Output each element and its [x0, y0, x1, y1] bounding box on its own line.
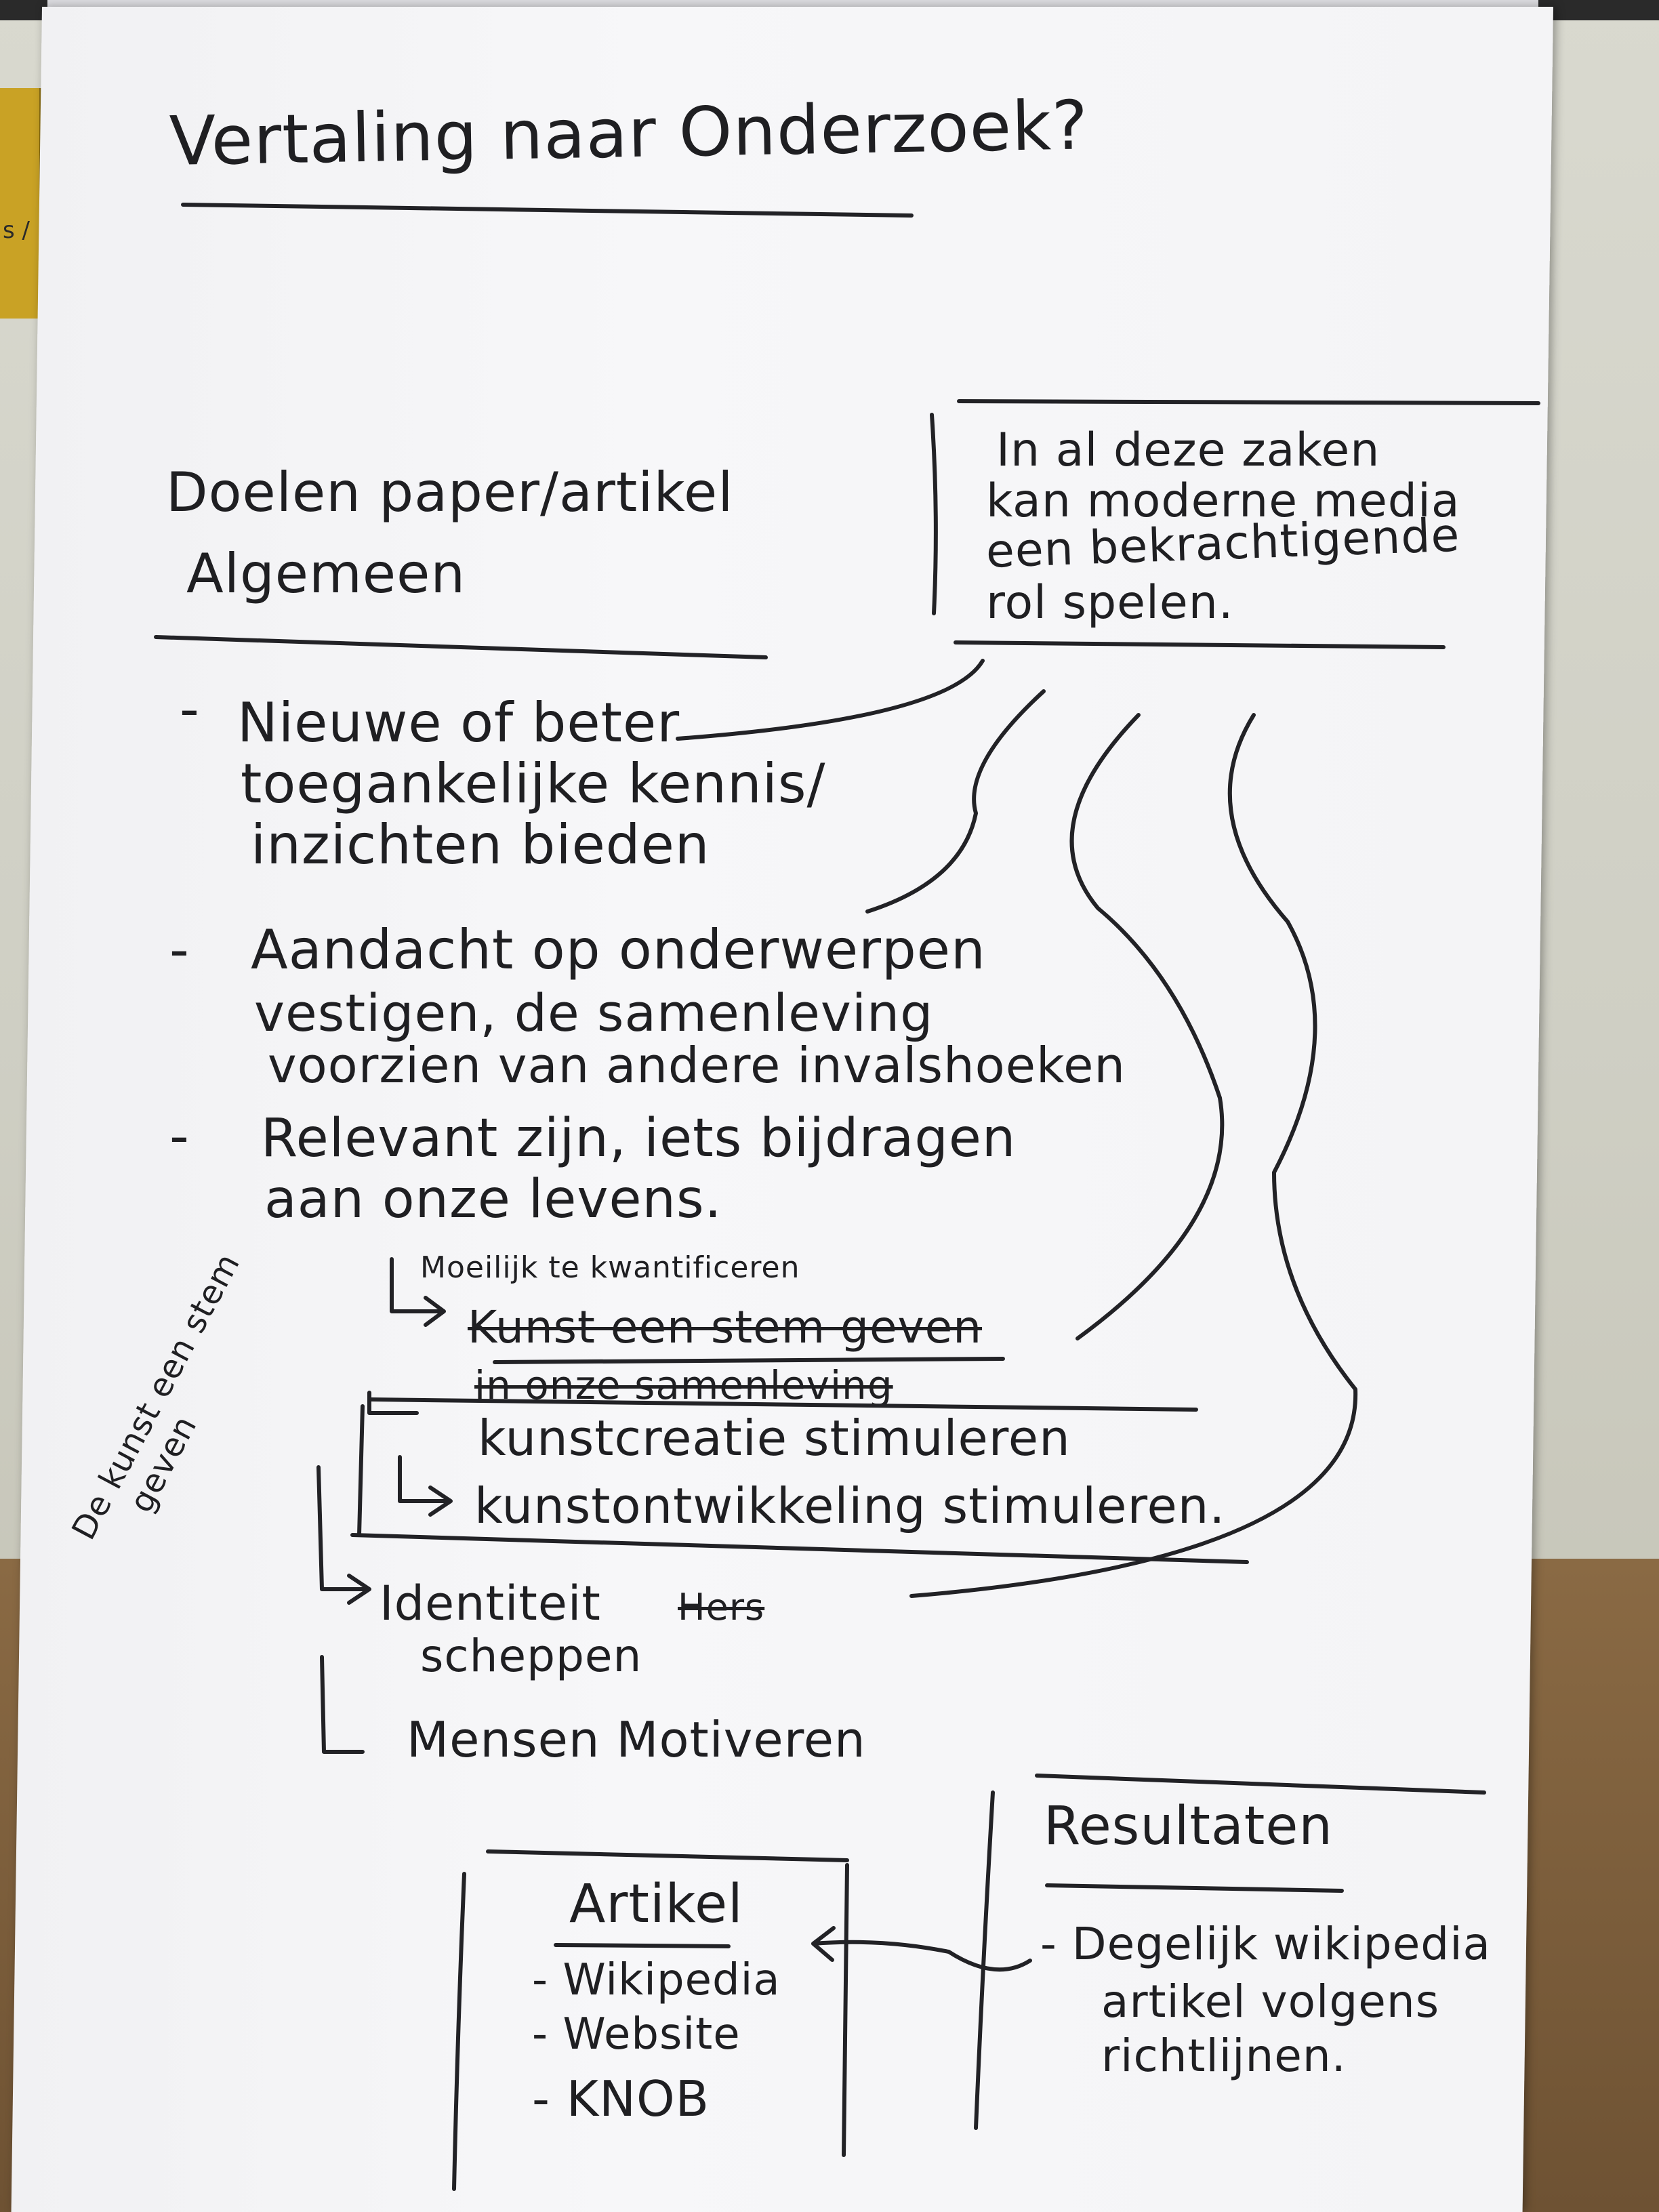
identity-arrow	[316, 1465, 371, 1605]
quantify-note: Moeilijk te kwantificeren	[420, 1250, 800, 1285]
article-box-top	[486, 1849, 849, 1862]
struck-underline	[493, 1357, 1005, 1364]
bullet-3-line-2: aan onze levens.	[264, 1169, 722, 1230]
media-box-top-line	[957, 399, 1540, 405]
goals-heading-line-2: Algemeen	[186, 542, 466, 605]
creation-box-left	[357, 1404, 365, 1537]
article-box-title: Artikel	[569, 1874, 743, 1935]
results-line-1: - Degelijk wikipedia	[1040, 1918, 1491, 1970]
article-box-item-3: - KNOB	[532, 2070, 710, 2127]
development-arrow	[398, 1455, 453, 1517]
media-box-line-1: In al deze zaken	[996, 424, 1380, 477]
bullet-dash-3: -	[169, 1105, 190, 1168]
results-top-line	[1035, 1774, 1486, 1795]
article-box-right	[842, 1863, 849, 2157]
curve-1	[676, 659, 985, 741]
bullet-2-line-1: Aandacht op onderwerpen	[251, 918, 986, 981]
results-title: Resultaten	[1044, 1796, 1333, 1857]
article-box-item-2: - Website	[532, 2009, 741, 2060]
goals-underline	[154, 635, 768, 659]
article-box-item-1: - Wikipedia	[532, 1955, 781, 2005]
results-title-underline	[1045, 1883, 1344, 1893]
creation-box-top	[367, 1397, 1198, 1412]
identity-item-line-2: scheppen	[420, 1630, 642, 1682]
results-line-3: richtlijnen.	[1101, 2030, 1347, 2082]
identity-item: Identiteit	[380, 1576, 601, 1631]
curve-4	[909, 713, 1358, 1598]
art-creation-item: kunstcreatie stimuleren	[478, 1410, 1071, 1467]
creation-arrow	[367, 1391, 419, 1415]
curve-3	[1069, 713, 1225, 1340]
goals-heading-line-1: Doelen paper/artikel	[166, 461, 734, 524]
bullet-1-line-1: Nieuwe of beter	[237, 691, 680, 754]
media-box-bottom-line	[954, 640, 1446, 649]
motivate-item: Mensen Motiveren	[407, 1711, 866, 1768]
media-box-line-2: kan moderne media	[986, 474, 1460, 528]
yellow-sign: s /	[0, 88, 41, 319]
bullet-dash-2: -	[169, 918, 190, 981]
bullet-3-line-1: Relevant zijn, iets bijdragen	[261, 1108, 1017, 1169]
title-underline	[181, 203, 914, 218]
yellow-sign-text: s /	[3, 217, 30, 244]
media-box-left-bracket	[930, 413, 938, 615]
media-box-line-4: rol spelen.	[986, 576, 1234, 630]
curve-2	[865, 689, 1046, 914]
bullet-1-line-3: inzichten bieden	[251, 813, 710, 876]
motivate-arrow	[320, 1655, 365, 1754]
results-line-2: artikel volgens	[1101, 1975, 1440, 2028]
bullet-2-line-3: voorzien van andere invalshoeken	[268, 1037, 1126, 1094]
creation-box-bottom	[350, 1533, 1249, 1564]
art-development-item: kunstontwikkeling stimuleren.	[474, 1477, 1226, 1534]
results-to-article-arrow	[811, 1926, 1032, 1972]
article-box-left	[452, 1872, 466, 2191]
results-divider	[974, 1790, 995, 2130]
quantify-arrow	[390, 1257, 446, 1327]
article-title-underline	[554, 1943, 731, 1948]
bullet-1-line-2: toegankelijke kennis/	[241, 752, 826, 815]
bullet-2-line-2: vestigen, de samenleving	[254, 983, 934, 1043]
bullet-dash-1: -	[180, 678, 200, 741]
struck-line-1: Kunst een stem geven	[468, 1301, 983, 1353]
identity-struck: Hers	[678, 1586, 765, 1629]
